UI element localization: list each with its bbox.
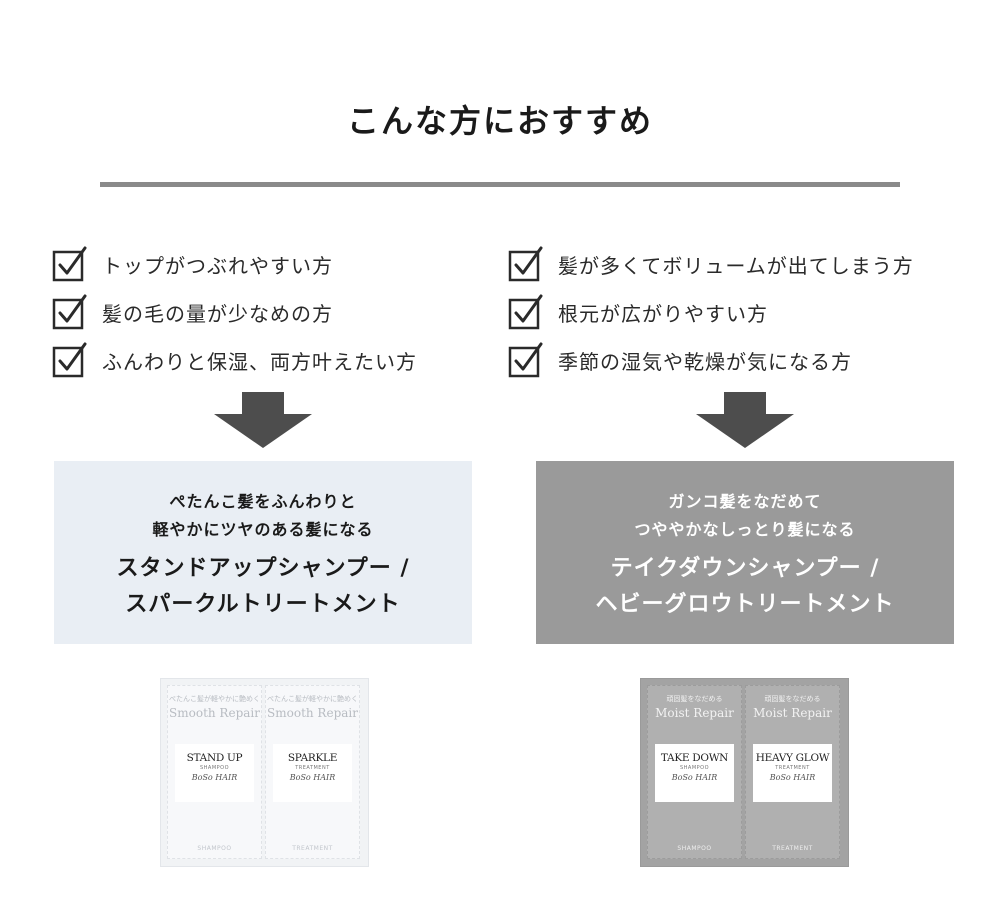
checkbox-checked-icon bbox=[52, 246, 87, 282]
sachet-series: Smooth Repair bbox=[169, 706, 260, 720]
shampoo-sachet: 頑固髪をなだめる Moist Repair TAKE DOWN SHAMPOO … bbox=[647, 685, 742, 859]
sachet-series: Moist Repair bbox=[753, 706, 832, 720]
sachet-footer: SHAMPOO bbox=[677, 845, 712, 852]
sachet-tagline: 頑固髪をなだめる bbox=[666, 695, 723, 703]
brand-logo: BoSo HAIR bbox=[289, 773, 336, 782]
recommendation-panel-right: ガンコ髪をなだめて つややかなしっとり髪になる テイクダウンシャンプー / ヘビ… bbox=[536, 461, 954, 644]
checklist-left: トップがつぶれやすい方 髪の毛の量が少なめの方 ふんわりと保湿、両方叶えたい方 bbox=[52, 240, 417, 384]
sachet-product-name: SPARKLE bbox=[287, 752, 338, 764]
checklist-item: 髪の毛の量が少なめの方 bbox=[52, 288, 417, 336]
brand-logo: BoSo HAIR bbox=[769, 773, 816, 782]
sachet-label: STAND UP SHAMPOO BoSo HAIR bbox=[175, 744, 254, 802]
product-image-moist-repair: 頑固髪をなだめる Moist Repair TAKE DOWN SHAMPOO … bbox=[640, 678, 849, 867]
title-divider bbox=[100, 182, 900, 187]
sachet-tagline: 頑固髪をなだめる bbox=[764, 695, 821, 703]
panel-product-line: ヘビーグロウトリートメント bbox=[595, 592, 895, 617]
panel-product-line: スパークルトリートメント bbox=[125, 592, 401, 617]
panel-product-line: テイクダウンシャンプー / bbox=[610, 556, 880, 581]
sachet-product-type: SHAMPOO bbox=[679, 765, 710, 771]
checklist-item: 髪が多くてボリュームが出てしまう方 bbox=[508, 240, 914, 288]
brand-logo: BoSo HAIR bbox=[671, 773, 718, 782]
shampoo-sachet: ぺたんこ髪が軽やかに艶めく Smooth Repair STAND UP SHA… bbox=[167, 685, 262, 859]
recommendation-panel-left: ぺたんこ髪をふんわりと 軽やかにツヤのある髪になる スタンドアップシャンプー /… bbox=[54, 461, 472, 644]
sachet-product-type: TREATMENT bbox=[295, 765, 330, 771]
brand-logo: BoSo HAIR bbox=[191, 773, 238, 782]
sachet-footer: TREATMENT bbox=[772, 845, 813, 852]
arrow-down-icon bbox=[214, 392, 312, 448]
checklist-item: 根元が広がりやすい方 bbox=[508, 288, 914, 336]
panel-subtitle-line: ぺたんこ髪をふんわりと bbox=[169, 492, 357, 511]
arrow-down-icon bbox=[696, 392, 794, 448]
checklist-item: トップがつぶれやすい方 bbox=[52, 240, 417, 288]
checkbox-checked-icon bbox=[52, 294, 87, 330]
sachet-series: Moist Repair bbox=[655, 706, 734, 720]
sachet-tagline: ぺたんこ髪が軽やかに艶めく bbox=[169, 695, 260, 703]
sachet-product-name: HEAVY GLOW bbox=[755, 752, 830, 764]
panel-product-line: スタンドアップシャンプー / bbox=[116, 556, 410, 581]
sachet-series: Smooth Repair bbox=[267, 706, 358, 720]
sachet-product-name: STAND UP bbox=[186, 752, 243, 764]
checklist-item-text: 髪が多くてボリュームが出てしまう方 bbox=[558, 253, 914, 278]
checklist-right: 髪が多くてボリュームが出てしまう方 根元が広がりやすい方 季節の湿気や乾燥が気に… bbox=[508, 240, 914, 384]
product-image-smooth-repair: ぺたんこ髪が軽やかに艶めく Smooth Repair STAND UP SHA… bbox=[160, 678, 369, 867]
checkbox-checked-icon bbox=[508, 294, 543, 330]
sachet-product-type: TREATMENT bbox=[775, 765, 810, 771]
checkbox-checked-icon bbox=[508, 342, 543, 378]
checklist-item-text: トップがつぶれやすい方 bbox=[102, 253, 333, 278]
checklist-item-text: ふんわりと保湿、両方叶えたい方 bbox=[102, 349, 417, 374]
checklist-item: 季節の湿気や乾燥が気になる方 bbox=[508, 336, 914, 384]
panel-subtitle-line: 軽やかにツヤのある髪になる bbox=[152, 520, 374, 539]
sachet-footer: SHAMPOO bbox=[197, 845, 232, 852]
sachet-product-name: TAKE DOWN bbox=[660, 752, 729, 764]
panel-subtitle-line: ガンコ髪をなだめて bbox=[668, 492, 822, 511]
sachet-label: SPARKLE TREATMENT BoSo HAIR bbox=[273, 744, 352, 802]
sachet-product-type: SHAMPOO bbox=[199, 765, 230, 771]
checklist-item: ふんわりと保湿、両方叶えたい方 bbox=[52, 336, 417, 384]
treatment-sachet: ぺたんこ髪が軽やかに艶めく Smooth Repair SPARKLE TREA… bbox=[265, 685, 360, 859]
treatment-sachet: 頑固髪をなだめる Moist Repair HEAVY GLOW TREATME… bbox=[745, 685, 840, 859]
page-title: こんな方におすすめ bbox=[346, 102, 653, 140]
checklist-item-text: 季節の湿気や乾燥が気になる方 bbox=[558, 349, 852, 374]
panel-subtitle-line: つややかなしっとり髪になる bbox=[634, 520, 856, 539]
sachet-footer: TREATMENT bbox=[292, 845, 333, 852]
sachet-tagline: ぺたんこ髪が軽やかに艶めく bbox=[267, 695, 358, 703]
checkbox-checked-icon bbox=[508, 246, 543, 282]
checkbox-checked-icon bbox=[52, 342, 87, 378]
sachet-label: HEAVY GLOW TREATMENT BoSo HAIR bbox=[753, 744, 832, 802]
checklist-item-text: 根元が広がりやすい方 bbox=[558, 301, 768, 326]
checklist-item-text: 髪の毛の量が少なめの方 bbox=[102, 301, 333, 326]
sachet-label: TAKE DOWN SHAMPOO BoSo HAIR bbox=[655, 744, 734, 802]
